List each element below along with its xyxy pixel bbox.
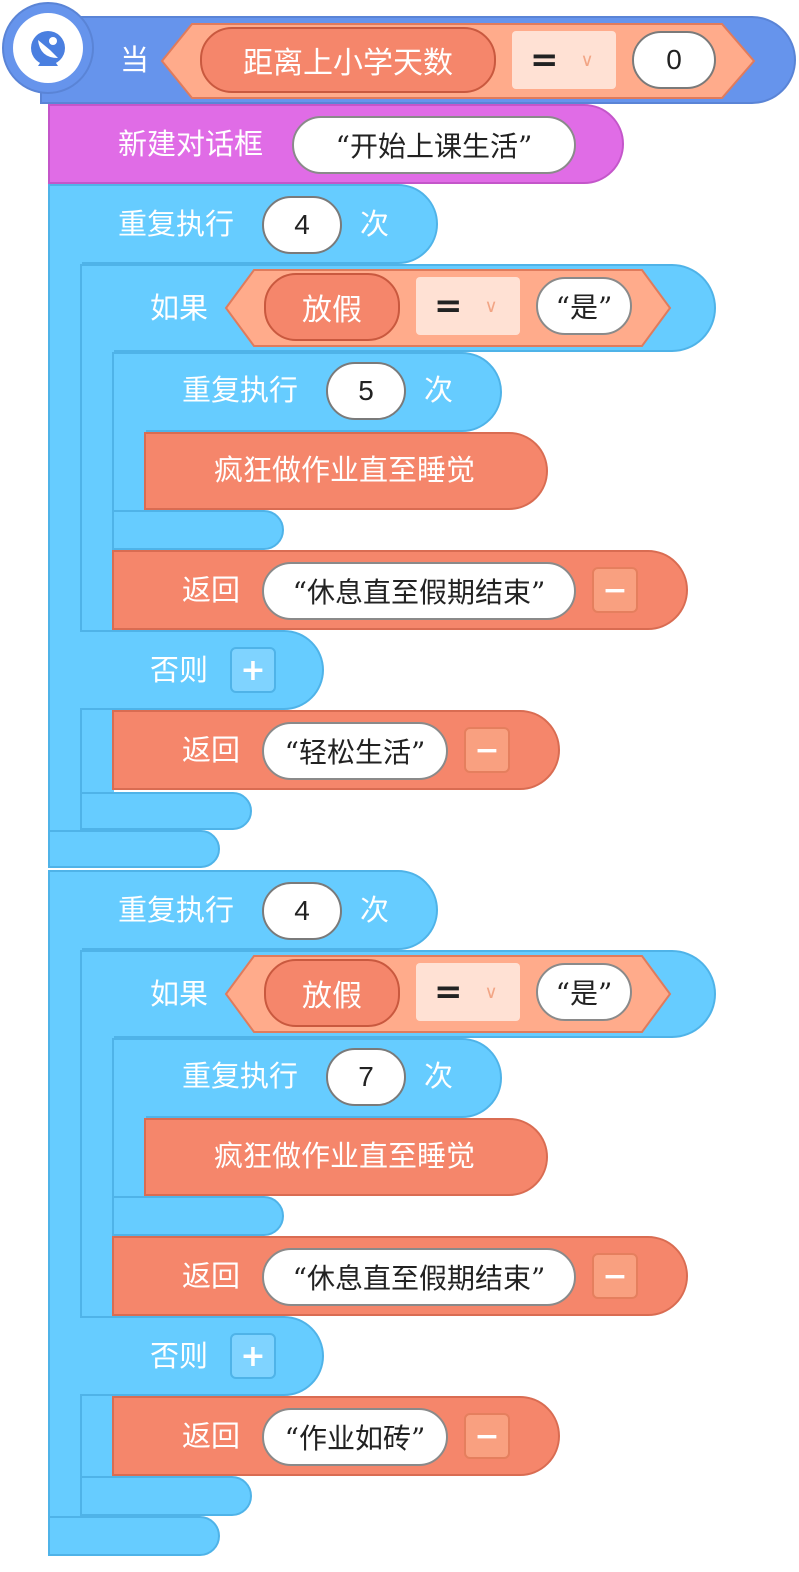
loop1-return2-text: “轻松生活” xyxy=(284,736,426,769)
loop1-return1-input[interactable]: “休息直至假期结束” xyxy=(262,562,576,620)
loop2-suffix: 次 xyxy=(360,893,390,927)
satellite-dish-icon xyxy=(31,31,65,66)
chevron-down-icon: ∨ xyxy=(580,49,594,71)
dialog-text: “开始上课生活” xyxy=(335,130,533,163)
loop2-if-arm xyxy=(80,1034,114,1514)
minus-icon: − xyxy=(602,1258,628,1294)
loop2-if-variable-pill[interactable]: 放假 xyxy=(264,959,400,1027)
loop1-if-operator: = xyxy=(434,286,463,326)
event-variable-pill[interactable]: 距离上小学天数 xyxy=(200,27,496,93)
loop2-if-label: 如果 xyxy=(150,977,209,1011)
loop1-count-input[interactable]: 4 xyxy=(262,196,342,254)
loop1-return2-label: 返回 xyxy=(182,733,241,767)
minus-icon: − xyxy=(474,1418,500,1454)
loop2-count-input[interactable]: 4 xyxy=(262,882,342,940)
loop1-inner-loop-label: 重复执行 xyxy=(182,373,299,407)
loop1-count: 4 xyxy=(294,209,310,240)
loop2-inner-suffix: 次 xyxy=(424,1059,454,1093)
plus-icon: + xyxy=(240,652,266,688)
loop2-return1-label: 返回 xyxy=(182,1259,241,1293)
loop2-action-label: 疯狂做作业直至睡觉 xyxy=(214,1139,476,1173)
loop1-inner-suffix: 次 xyxy=(424,373,454,407)
loop1-else-row xyxy=(80,630,324,710)
chevron-down-icon: ∨ xyxy=(484,295,498,317)
loop2-inner-loop-footer xyxy=(112,1196,284,1236)
loop1-inner-count-input[interactable]: 5 xyxy=(326,362,406,420)
loop1-inner-loop-block[interactable] xyxy=(112,352,502,432)
minus-icon: − xyxy=(602,572,628,608)
loop1-return2-minus-button[interactable]: − xyxy=(464,727,510,773)
loop1-if-operator-dropdown[interactable]: = ∨ xyxy=(416,277,520,335)
loop1-label: 重复执行 xyxy=(118,207,235,241)
loop2-else-plus-button[interactable]: + xyxy=(230,1333,276,1379)
loop2-else-row xyxy=(80,1316,324,1396)
loop1-arm xyxy=(48,260,82,834)
event-label: 当 xyxy=(120,43,150,77)
event-operator: = xyxy=(530,40,559,80)
loop2-if-variable: 放假 xyxy=(302,979,362,1014)
loop1-else-label: 否则 xyxy=(150,653,209,687)
loop2-return1-minus-button[interactable]: − xyxy=(592,1253,638,1299)
loop2-return1-text: “休息直至假期结束” xyxy=(292,1262,546,1295)
loop2-return2-text: “作业如砖” xyxy=(284,1422,426,1455)
loop1-else-plus-button[interactable]: + xyxy=(230,647,276,693)
event-variable: 距离上小学天数 xyxy=(243,46,453,81)
loop1-suffix: 次 xyxy=(360,207,390,241)
loop1-action-block[interactable] xyxy=(144,432,548,510)
chevron-down-icon: ∨ xyxy=(484,981,498,1003)
loop1-return1-text: “休息直至假期结束” xyxy=(292,576,546,609)
loop2-count: 4 xyxy=(294,895,310,926)
loop1-if-variable: 放假 xyxy=(302,293,362,328)
loop2-action-block[interactable] xyxy=(144,1118,548,1196)
loop1-return1-label: 返回 xyxy=(182,573,241,607)
loop2-return1-input[interactable]: “休息直至假期结束” xyxy=(262,1248,576,1306)
dialog-label: 新建对话框 xyxy=(118,127,264,161)
loop2-else-label: 否则 xyxy=(150,1339,209,1373)
loop2-if-operator: = xyxy=(434,972,463,1012)
loop2-if-compare: “是” xyxy=(555,977,613,1010)
loop2-inner-loop-label: 重复执行 xyxy=(182,1059,299,1093)
loop2-footer xyxy=(48,1516,220,1556)
loop2-inner-loop-arm xyxy=(112,1114,146,1210)
loop1-inner-count: 5 xyxy=(358,375,374,406)
loop2-inner-count: 7 xyxy=(358,1061,374,1092)
loop2-label: 重复执行 xyxy=(118,893,235,927)
loop1-if-arm xyxy=(80,348,114,828)
loop1-if-variable-pill[interactable]: 放假 xyxy=(264,273,400,341)
loop2-return2-label: 返回 xyxy=(182,1419,241,1453)
plus-icon: + xyxy=(240,1338,266,1374)
loop2-if-operator-dropdown[interactable]: = ∨ xyxy=(416,963,520,1021)
event-operator-dropdown[interactable]: = ∨ xyxy=(512,31,616,89)
dialog-text-input[interactable]: “开始上课生活” xyxy=(292,116,576,174)
loop1-inner-loop-arm xyxy=(112,428,146,524)
loop1-return1-minus-button[interactable]: − xyxy=(592,567,638,613)
loop1-if-footer xyxy=(80,792,252,830)
loop1-return2-input[interactable]: “轻松生活” xyxy=(262,722,448,780)
loop1-block[interactable] xyxy=(48,184,438,264)
loop2-inner-loop-block[interactable] xyxy=(112,1038,502,1118)
loop2-if-footer xyxy=(80,1476,252,1516)
loop1-if-compare: “是” xyxy=(555,291,613,324)
loop2-arm xyxy=(48,946,82,1520)
loop1-inner-loop-footer xyxy=(112,510,284,550)
event-value-input[interactable]: 0 xyxy=(632,31,716,89)
loop1-action-label: 疯狂做作业直至睡觉 xyxy=(214,453,476,487)
loop1-if-compare-input[interactable]: “是” xyxy=(536,277,632,335)
loop2-return2-input[interactable]: “作业如砖” xyxy=(262,1408,448,1466)
loop2-if-compare-input[interactable]: “是” xyxy=(536,963,632,1021)
minus-icon: − xyxy=(474,732,500,768)
loop2-inner-count-input[interactable]: 7 xyxy=(326,1048,406,1106)
loop1-if-label: 如果 xyxy=(150,291,209,325)
loop2-return2-minus-button[interactable]: − xyxy=(464,1413,510,1459)
loop2-block[interactable] xyxy=(48,870,438,950)
event-value: 0 xyxy=(666,44,682,75)
loop1-footer xyxy=(48,830,220,868)
